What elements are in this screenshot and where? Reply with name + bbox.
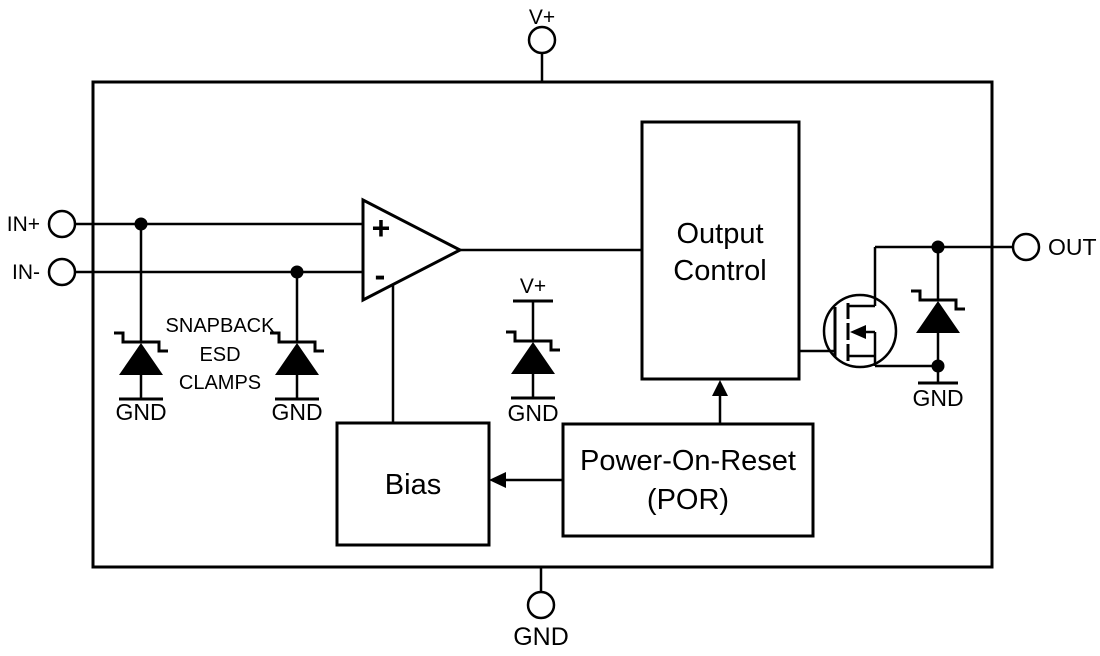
por-box [561, 422, 815, 538]
mosfet-body-circle [822, 293, 898, 369]
in-plus-label: IN+ [7, 213, 40, 236]
bias-block: Bias [335, 421, 491, 547]
vplus-pin-circle [527, 25, 557, 55]
output-mosfet [799, 247, 938, 369]
supply-clamp: V+ GND [504, 275, 562, 426]
output-clamp: GND [909, 247, 967, 411]
in-plus-pin: IN+ [7, 209, 363, 239]
junction-dot-out-top [931, 240, 945, 254]
out-pin-label: OUT [1048, 234, 1097, 260]
in-minus-pin: IN- [12, 257, 363, 287]
in-minus-label: IN- [12, 261, 40, 284]
esd-clamp-2: GND [268, 272, 326, 425]
por-to-bias-arrowhead [489, 472, 506, 488]
in-plus-circle [47, 209, 77, 239]
esd-clamp-1: GND [112, 224, 170, 425]
comparator: + - [361, 197, 642, 423]
output-control-box [640, 120, 801, 381]
in-minus-circle [47, 257, 77, 287]
por-label-line2: (POR) [647, 484, 729, 516]
esd-clamp-2-gnd-label: GND [271, 399, 322, 425]
supply-clamp-gnd-label: GND [507, 400, 558, 426]
mosfet-body-arrow-icon [850, 325, 866, 339]
vplus-pin: V+ [527, 6, 557, 82]
bias-box [335, 421, 491, 547]
por-label-line1: Power-On-Reset [580, 445, 796, 477]
output-control-label-line2: Control [673, 255, 767, 287]
esd-note: SNAPBACK ESD CLAMPS [166, 315, 276, 394]
output-control-label-line1: Output [676, 218, 763, 250]
comparator-plus-sign: + [372, 210, 391, 246]
out-pin-circle [1011, 232, 1041, 262]
esd-note-line3: CLAMPS [179, 372, 261, 394]
vplus-pin-label: V+ [529, 6, 555, 29]
por-to-output-control-arrow [712, 380, 728, 424]
por-block: Power-On-Reset (POR) [561, 422, 815, 538]
out-pin: OUT [875, 232, 1097, 262]
comparator-triangle [361, 197, 464, 303]
esd-clamp-1-gnd-label: GND [115, 399, 166, 425]
gnd-pin: GND [513, 567, 569, 651]
esd-note-line2: ESD [199, 344, 240, 366]
ic-boundary-box [91, 80, 994, 569]
esd-note-line1: SNAPBACK [166, 315, 276, 337]
junction-dot-in-minus [290, 265, 304, 279]
gnd-pin-circle [526, 590, 556, 620]
por-to-bias-arrow [489, 472, 563, 488]
gnd-pin-label: GND [513, 623, 569, 651]
por-to-oc-arrowhead [712, 380, 728, 396]
output-control-block: Output Control [640, 120, 801, 381]
comparator-minus-sign: - [375, 257, 386, 293]
bias-label: Bias [385, 469, 441, 501]
junction-dot-out-bottom [931, 359, 945, 373]
junction-dot-in-plus [134, 217, 148, 231]
output-clamp-gnd-label: GND [912, 385, 963, 411]
supply-clamp-vplus-label: V+ [520, 275, 546, 298]
